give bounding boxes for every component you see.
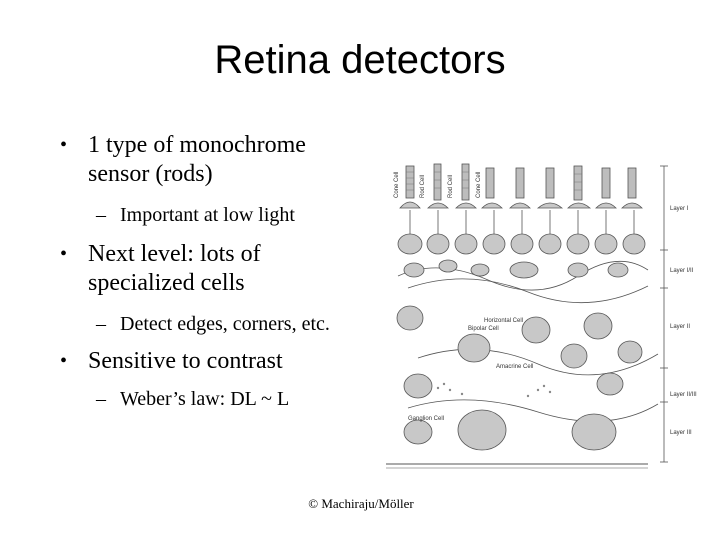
- sub-bullet-item: – Important at low light: [120, 203, 295, 227]
- layer-label: Layer I: [670, 206, 689, 212]
- bullet-text: Sensitive to contrast: [88, 347, 283, 376]
- credit-text: © Machiraju/Möller: [300, 496, 422, 512]
- cone-cell-label: Cone Cell: [476, 172, 482, 198]
- sub-bullet-item: – Weber’s law: DL ~ L: [120, 387, 289, 411]
- bullet-item: • Next level: lots of specialized cells: [88, 240, 261, 298]
- layer-label: Layer I/II: [670, 268, 694, 274]
- bullet-dot-icon: •: [60, 347, 67, 376]
- bipolar-cell-label: Bipolar Cell: [468, 326, 499, 332]
- layer-label: Layer III: [670, 430, 692, 436]
- bullet-text: Next level: lots of: [88, 240, 261, 269]
- sub-bullet-text: Weber’s law: DL ~ L: [120, 388, 289, 410]
- retina-cell-diagram: Cone Cell Rod Cell Rod Cell Cone Cell: [378, 158, 700, 476]
- amacrine-cell-label: Amacrine Cell: [496, 364, 533, 370]
- rod-cell-label: Rod Cell: [420, 175, 426, 198]
- ganglion-cell-label: Ganglion Cell: [408, 416, 444, 422]
- bullet-item: • Sensitive to contrast: [88, 347, 283, 376]
- layer-label: Layer II/III: [670, 392, 697, 398]
- dash-icon: –: [96, 312, 106, 336]
- bullet-dot-icon: •: [60, 131, 67, 160]
- cone-cell-label: Cone Cell: [394, 172, 400, 198]
- dash-icon: –: [96, 203, 106, 227]
- rod-cell-label: Rod Cell: [448, 175, 454, 198]
- bullet-text: 1 type of monochrome: [88, 131, 306, 160]
- bullet-text: sensor (rods): [88, 160, 306, 189]
- bullet-dot-icon: •: [60, 240, 67, 269]
- bullet-text: specialized cells: [88, 269, 261, 298]
- sub-bullet-text: Important at low light: [120, 204, 295, 226]
- layer-label: Layer II: [670, 324, 690, 330]
- sub-bullet-text: Detect edges, corners, etc.: [120, 313, 330, 335]
- dash-icon: –: [96, 387, 106, 411]
- horizontal-cell-label: Horizontal Cell: [484, 318, 523, 324]
- bullet-item: • 1 type of monochrome sensor (rods): [88, 131, 306, 189]
- sub-bullet-item: – Detect edges, corners, etc.: [120, 312, 330, 336]
